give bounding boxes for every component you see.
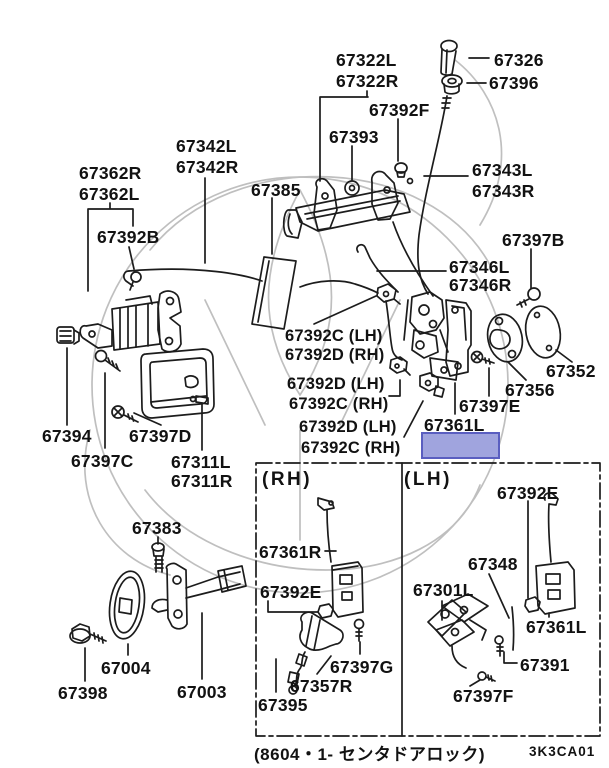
clip-67392E-lh	[524, 596, 541, 613]
rod-handle-to-lock	[392, 221, 434, 297]
door-lock-assembly-67361L	[403, 291, 472, 381]
clip-67393	[344, 180, 360, 196]
part-label-67343l: 67343L	[472, 160, 533, 180]
part-label-67392c-rh-2: 67392C (RH)	[301, 439, 401, 457]
lh-label-67361l: 67361L	[526, 617, 587, 637]
part-label-67361l-main: 67361L	[424, 415, 485, 435]
part-label-67362r: 67362R	[79, 163, 142, 183]
part-label-67004: 67004	[101, 658, 151, 678]
part-label-67326: 67326	[494, 50, 544, 70]
rod-67348	[488, 573, 515, 651]
part-label-67346r: 67346R	[449, 275, 512, 295]
screw-67397C	[94, 349, 121, 372]
part-label-67346l: 67346L	[449, 257, 510, 277]
rod-67346	[356, 243, 399, 293]
plate-67352	[524, 305, 562, 359]
inset-lh-header: (LH)	[404, 469, 452, 490]
part-label-67392d-lh: 67392D (LH)	[287, 375, 385, 393]
rod-67342	[123, 268, 379, 294]
part-label-67392f: 67392F	[369, 100, 430, 120]
lh-lock-body-67301L	[427, 593, 489, 669]
rh-label-67395: 67395	[258, 695, 308, 715]
lh-lock-body-67361L	[535, 561, 576, 615]
grommet-67396	[441, 74, 463, 95]
part-label-67397c: 67397C	[71, 451, 134, 471]
part-label-67392d-lh-2: 67392D (LH)	[299, 418, 397, 436]
part-label-67392d-rh: 67392D (RH)	[285, 346, 385, 364]
part-label-67397b: 67397B	[502, 230, 565, 250]
watermark-emblem	[84, 59, 509, 594]
lh-label-67397f: 67397F	[453, 686, 514, 706]
part-label-67398: 67398	[58, 683, 108, 703]
screw-67397E	[470, 350, 495, 365]
gasket-67004	[108, 570, 146, 640]
part-label-67394: 67394	[42, 426, 92, 446]
screw-67397B	[516, 287, 541, 308]
grommet-67392F	[394, 162, 414, 185]
part-label-67396: 67396	[489, 73, 539, 93]
screw-67397F	[477, 671, 496, 682]
lh-label-67348: 67348	[468, 554, 518, 574]
rh-label-67357r: 67357R	[290, 676, 353, 696]
rh-label-67392e: 67392E	[260, 582, 322, 602]
part-label-67322r: 67322R	[336, 71, 399, 91]
outer-handle-67322	[282, 170, 411, 239]
footer-code: 3K3CA01	[529, 744, 596, 759]
part-label-67322l: 67322L	[336, 50, 397, 70]
part-label-67383: 67383	[132, 518, 182, 538]
lh-label-67301l: 67301L	[413, 580, 474, 600]
rh-label-67397g: 67397G	[330, 657, 394, 677]
highlight-box	[421, 432, 500, 459]
part-label-67343r: 67343R	[472, 181, 535, 201]
leader-lines	[66, 57, 573, 693]
part-label-67003: 67003	[177, 682, 227, 702]
rh-actuator-assembly	[287, 497, 364, 695]
rh-label-67361r: 67361R	[259, 542, 322, 562]
screw-67397G	[353, 618, 365, 642]
hinge-assembly-67362	[79, 290, 182, 353]
inset-rh-header: (RH)	[262, 469, 313, 490]
part-label-67392b: 67392B	[97, 227, 160, 247]
door-check-67003	[151, 562, 247, 630]
part-label-67342l: 67342L	[176, 136, 237, 156]
part-label-67397d: 67397D	[129, 426, 192, 446]
nut-67394	[56, 326, 80, 345]
part-label-67392c-rh: 67392C (RH)	[289, 395, 389, 413]
bolt-67383	[151, 542, 165, 573]
part-label-67311l: 67311L	[171, 452, 231, 472]
clip-67392-lower	[419, 372, 445, 398]
lh-lock-knob-rod	[543, 492, 559, 563]
clip-67392-mid	[389, 356, 411, 376]
lh-label-67391: 67391	[520, 655, 570, 675]
inset-box	[255, 462, 601, 737]
part-label-67385: 67385	[251, 180, 301, 200]
protector-67385	[251, 256, 297, 330]
rod-clip1-to-clip2	[385, 300, 403, 361]
screw-67397D	[111, 405, 139, 423]
part-label-67392c-lh: 67392C (LH)	[285, 327, 383, 345]
striker-67356	[486, 313, 524, 363]
part-label-67362l: 67362L	[79, 184, 140, 204]
footer-caption: (8604・1- センタドアロック)	[254, 745, 485, 764]
part-label-67342r: 67342R	[176, 157, 239, 177]
rod-67343	[417, 95, 452, 295]
inner-handle-bezel-67311	[140, 348, 215, 419]
part-label-67356: 67356	[505, 380, 555, 400]
clip-67392B	[129, 271, 142, 291]
bolt-67326	[440, 39, 458, 76]
screw-67398	[69, 623, 107, 644]
lh-label-67392e: 67392E	[497, 483, 559, 503]
clip-67392-rod-end	[376, 283, 401, 305]
screw-67391	[494, 635, 504, 657]
part-label-67352: 67352	[546, 361, 596, 381]
part-label-67397e: 67397E	[459, 396, 521, 416]
part-label-67311r: 67311R	[171, 471, 233, 491]
part-label-67393: 67393	[329, 127, 379, 147]
